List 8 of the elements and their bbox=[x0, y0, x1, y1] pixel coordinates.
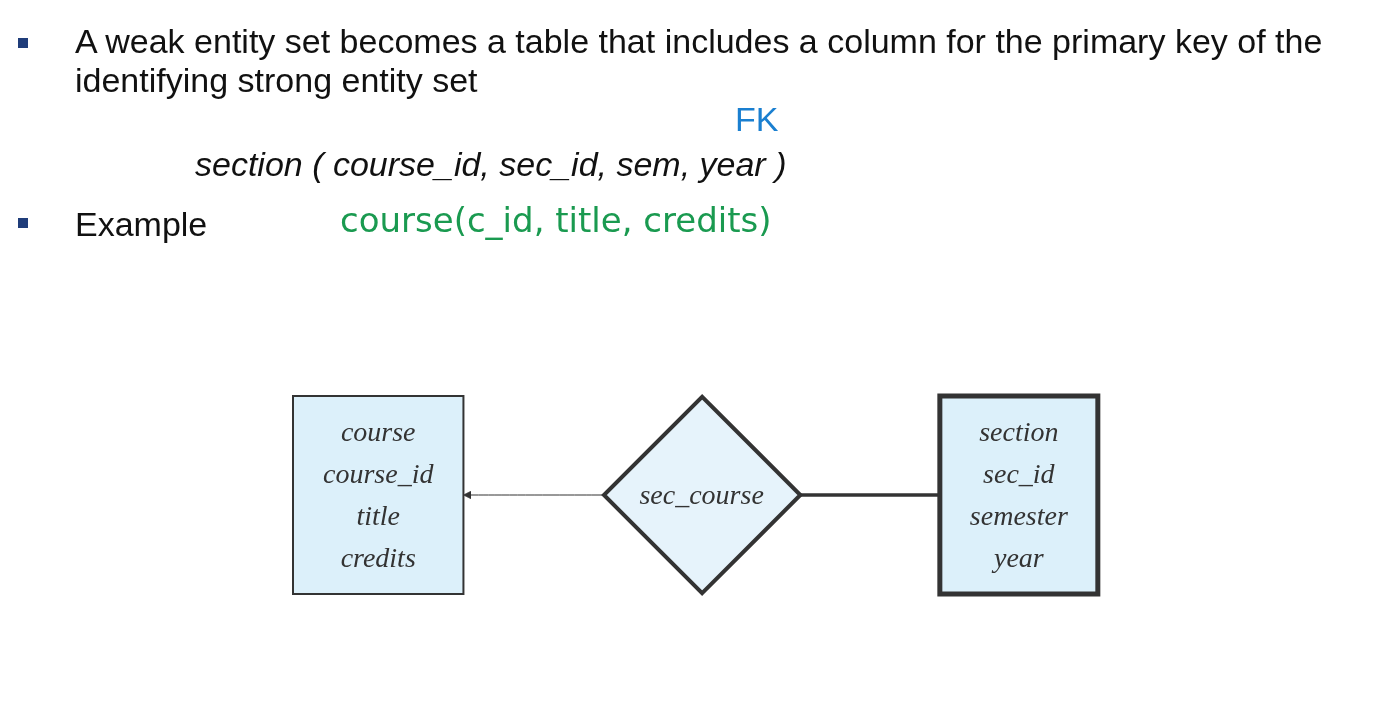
handwritten-note: FK bbox=[735, 100, 779, 139]
relation-schema: section ( course_id, sec_id, sem, year ) bbox=[195, 145, 787, 184]
node-diamond: sec_course bbox=[600, 393, 803, 597]
node-box: section sec_id semester year bbox=[936, 393, 1100, 597]
node-box: course course_id title credits bbox=[291, 395, 464, 595]
handwritten-note: course(c_id, title, credits) bbox=[340, 200, 772, 240]
bullet-text: Example bbox=[75, 205, 208, 244]
bullet-text: A weak entity set becomes a table that includes a column for the primary key of the identifying strong entity set bbox=[75, 22, 1324, 100]
